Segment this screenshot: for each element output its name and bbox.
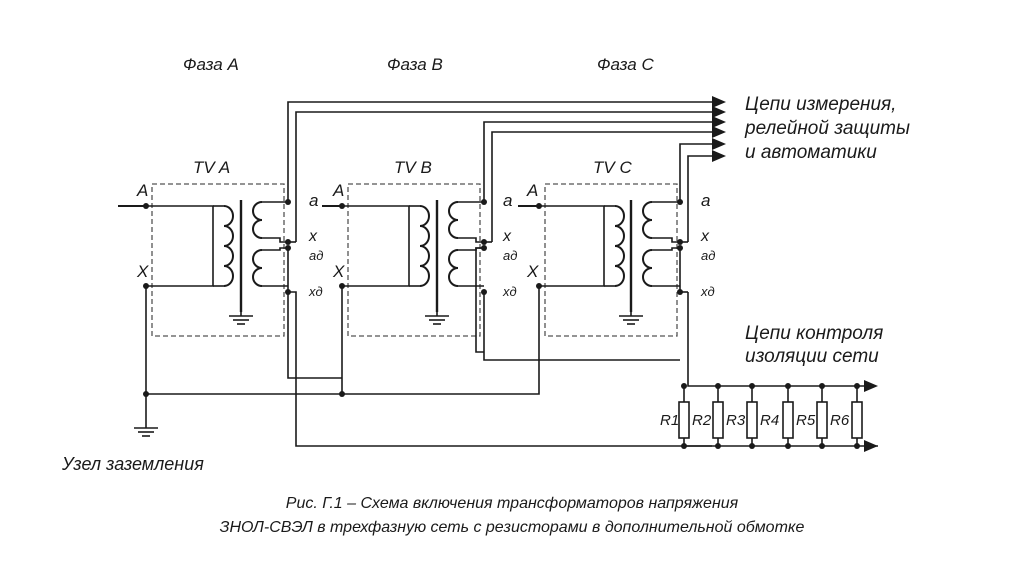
output-arrow-4 xyxy=(712,126,726,138)
tv-a-label: TV A xyxy=(193,158,230,177)
tv-a-terminal-X: X xyxy=(136,262,149,281)
insulation-arrow-bottom xyxy=(864,440,878,452)
tv-a-terminal-x: x xyxy=(308,228,318,245)
tv-a-terminal-ad: aд xyxy=(309,248,323,263)
tv-b-terminal-a: a xyxy=(503,191,512,210)
resistor-r1: R1 xyxy=(660,383,690,449)
phase-b-label: Фаза B xyxy=(387,55,443,74)
ground-node-label: Узел заземления xyxy=(61,454,204,474)
tv-c-terminal-xd: xд xyxy=(700,284,715,299)
measurement-circuit-wiring xyxy=(287,96,726,243)
transformer-tv-a: TV A A X a x aд xд xyxy=(118,158,323,337)
tv-b-label: TV B xyxy=(394,158,432,177)
measurement-circuits-label-2: релейной защиты xyxy=(744,118,910,139)
tv-a-terminal-A: A xyxy=(136,181,148,200)
tv-b-terminal-xd: xд xyxy=(502,284,517,299)
tv-b-enclosure xyxy=(347,183,481,337)
insulation-arrow-top xyxy=(864,380,878,392)
measurement-circuits-label-3: и автоматики xyxy=(745,142,877,163)
output-arrow-6 xyxy=(712,150,726,162)
insulation-circuits-label-1: Цепи контроля xyxy=(745,323,883,344)
tv-c-enclosure xyxy=(544,183,678,337)
output-arrow-3 xyxy=(712,116,726,128)
resistor-r5: R5 xyxy=(796,383,828,449)
tv-a-terminal-a: a xyxy=(309,191,318,210)
resistor-r3-label: R3 xyxy=(726,412,746,429)
tv-a-enclosure xyxy=(151,183,285,337)
insulation-circuit-wiring xyxy=(134,247,878,452)
figure-caption-line-2: ЗНОЛ-СВЭЛ в трехфазную сеть с резисторам… xyxy=(219,519,805,536)
insulation-circuits-label-2: изоляции сети xyxy=(745,346,879,367)
resistor-r4: R4 xyxy=(760,383,794,449)
phase-a-label: Фаза A xyxy=(183,55,239,74)
tv-b-terminal-x: x xyxy=(502,228,512,245)
resistor-bank: R1 R2 R3 R4 R5 xyxy=(660,383,863,449)
resistor-r6: R6 xyxy=(830,383,863,449)
tv-b-terminal-X: X xyxy=(332,262,345,281)
resistor-r4-label: R4 xyxy=(760,412,779,429)
figure-caption-line-1: Рис. Г.1 – Схема включения трансформатор… xyxy=(285,495,739,512)
tv-a-terminal-xd: xд xyxy=(308,284,323,299)
tv-b-terminal-ad: aд xyxy=(503,248,517,263)
resistor-r3: R3 xyxy=(726,383,758,449)
tv-c-terminal-A: A xyxy=(526,181,538,200)
resistor-r6-label: R6 xyxy=(830,412,850,429)
resistor-r2-label: R2 xyxy=(692,412,712,429)
output-arrow-5 xyxy=(712,138,726,150)
tv-c-label: TV C xyxy=(593,158,632,177)
output-arrow-2 xyxy=(712,106,726,118)
resistor-r5-label: R5 xyxy=(796,412,816,429)
tv-c-terminal-x: x xyxy=(700,228,710,245)
tv-c-terminal-X: X xyxy=(526,262,539,281)
resistor-r2: R2 xyxy=(692,383,724,449)
tv-c-terminal-a: a xyxy=(701,191,710,210)
resistor-r1-label: R1 xyxy=(660,412,679,429)
tv-c-terminal-ad: aд xyxy=(701,248,715,263)
tv-b-terminal-A: A xyxy=(332,181,344,200)
measurement-circuits-label-1: Цепи измерения, xyxy=(745,94,896,115)
phase-c-label: Фаза C xyxy=(597,55,654,74)
output-arrow-1 xyxy=(712,96,726,108)
transformer-tv-b: TV B A X a x aд xд xyxy=(322,158,517,337)
transformer-tv-c: TV C A X a x aд xд xyxy=(518,158,715,337)
